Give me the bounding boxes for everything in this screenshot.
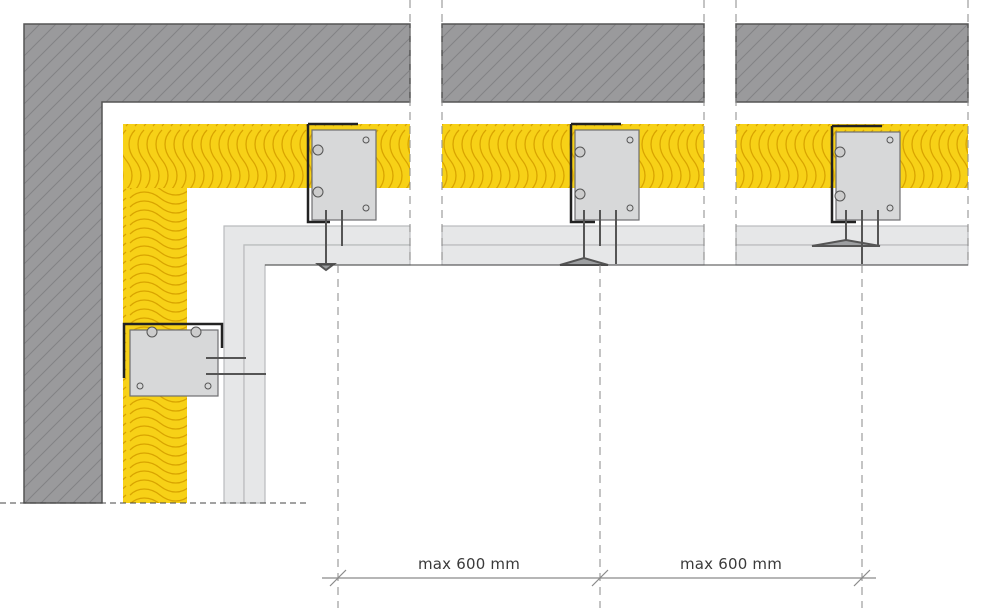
hanger-brackets [122, 122, 901, 397]
axis-lines [337, 0, 969, 608]
section-edges [0, 264, 968, 504]
plasterboard-layers [223, 225, 969, 504]
bracket-ceiling-1 [306, 122, 377, 224]
bracket-ceiling-2 [569, 122, 640, 224]
drywall-screws [206, 210, 881, 375]
dimension-line [322, 569, 876, 587]
bracket-wall [122, 322, 224, 397]
dimension-label-1: max 600 mm [418, 555, 520, 573]
concrete-slab [23, 23, 969, 504]
bracket-ceiling-3 [830, 124, 901, 224]
dimension-label-2: max 600 mm [680, 555, 782, 573]
